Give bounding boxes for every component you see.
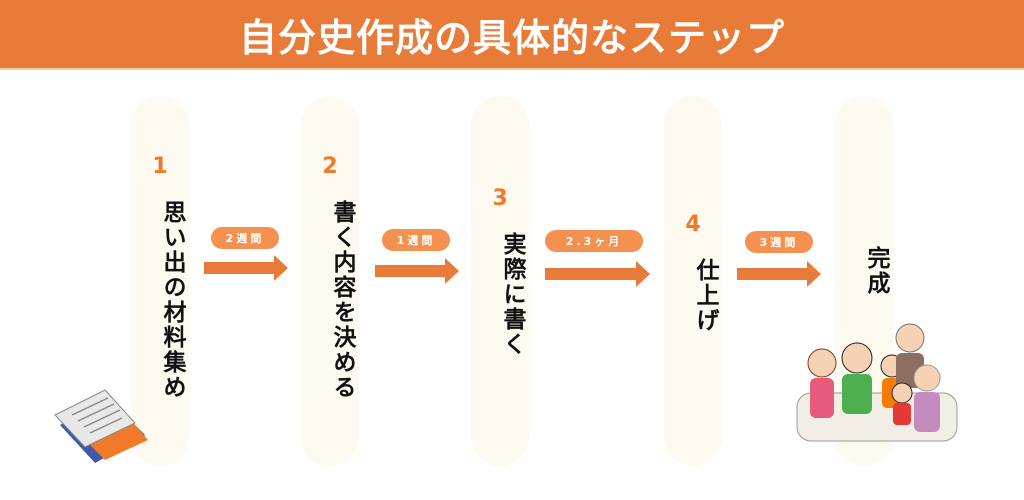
duration-pill: 2.3ヶ月 (545, 230, 643, 252)
title-banner: 自分史作成の具体的なステップ (0, 0, 1024, 70)
step-label: 実際に書く (499, 232, 525, 357)
arrow-right-icon (204, 255, 288, 281)
family-illustration-icon (796, 323, 958, 442)
step-number: 4 (685, 212, 701, 237)
step-label: 仕上げ (692, 258, 718, 333)
page-title: 自分史作成の具体的なステップ (238, 15, 785, 60)
arrow-right-icon (737, 261, 821, 287)
documents-illustration-icon (54, 389, 148, 463)
step-label: 完成 (863, 246, 889, 296)
step-1: 1 思い出の材料集め (131, 96, 189, 466)
step-label: 思い出の材料集め (159, 200, 185, 400)
arrow-right-icon (375, 258, 459, 284)
step-2: 2 書く内容を決める (301, 96, 359, 466)
step-4: 4 仕上げ (664, 96, 722, 466)
step-number: 1 (152, 154, 168, 179)
step-3: 3 実際に書く (471, 96, 529, 466)
duration-pill: 3週間 (745, 231, 813, 253)
step-number: 2 (322, 154, 338, 179)
step-label: 書く内容を決める (329, 200, 355, 400)
arrow-right-icon (545, 261, 650, 287)
duration-pill: 2週間 (211, 227, 279, 249)
step-number: 3 (492, 186, 508, 211)
duration-pill: 1週間 (382, 229, 450, 251)
